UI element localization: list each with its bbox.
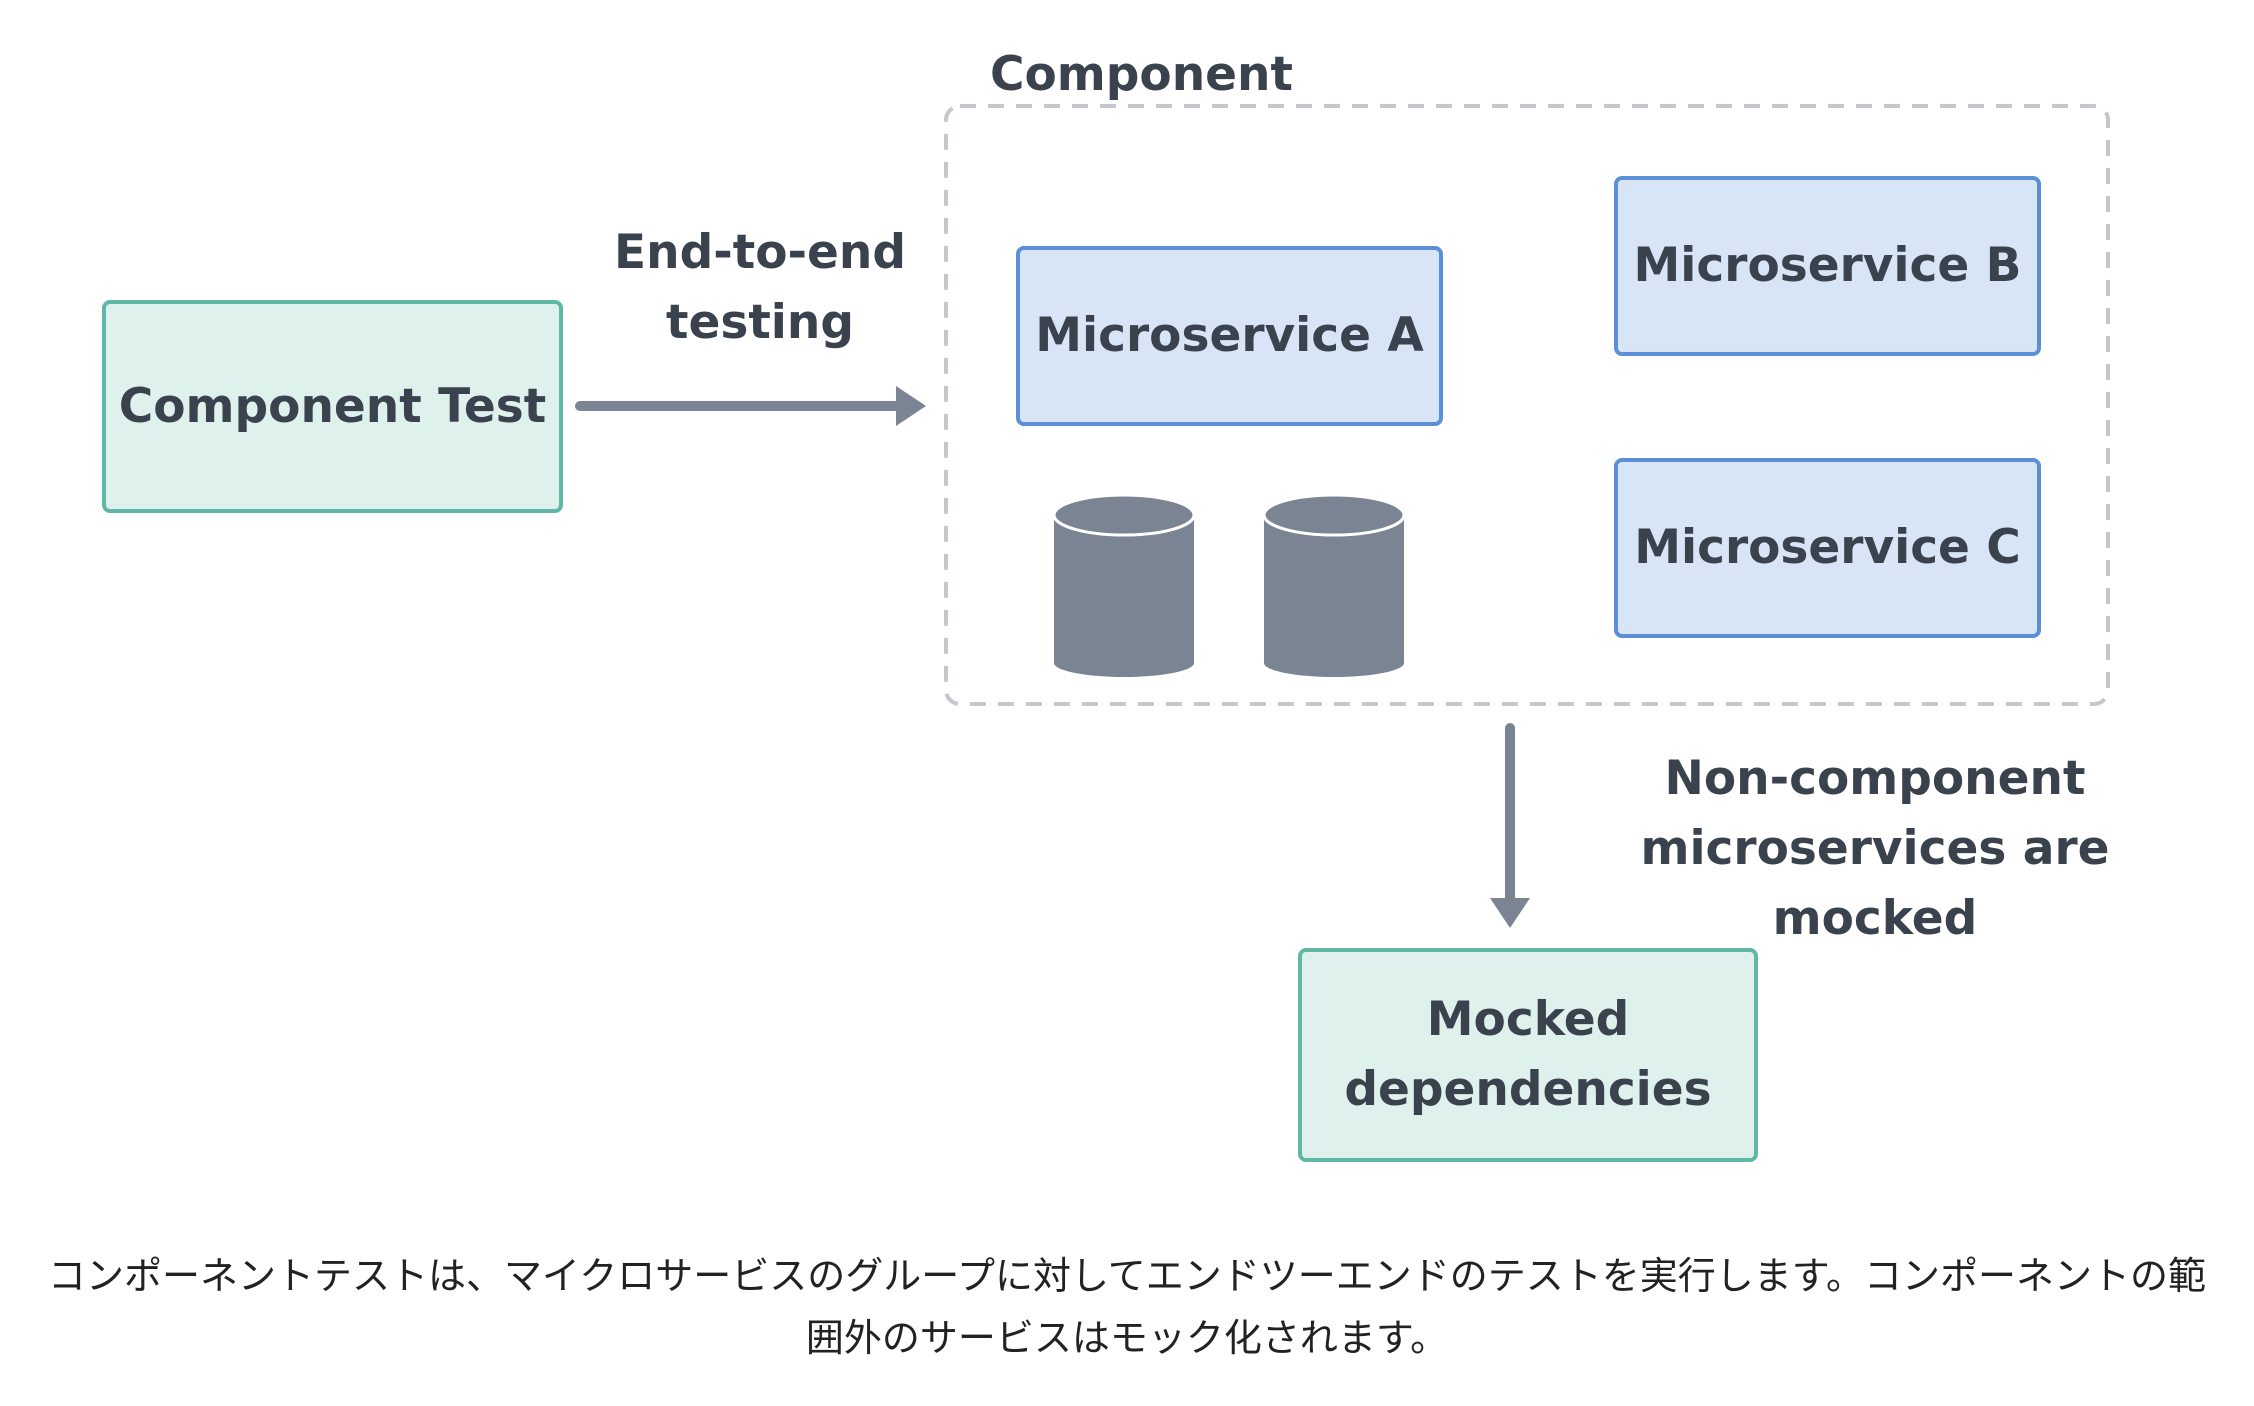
component-boundary [944, 104, 2110, 706]
microservice-b-box: Microservice B [1614, 176, 2041, 356]
database-icon [1262, 493, 1406, 677]
microservice-a-label: Microservice A [1035, 308, 1424, 363]
end-to-end-arrow [575, 386, 926, 426]
component-group-label: Component [990, 47, 1293, 102]
end-to-end-testing-label: End-to-end testing [560, 218, 960, 358]
mocked-dependencies-line2: dependencies [1344, 1062, 1712, 1117]
end-to-end-label-line2: testing [666, 295, 854, 350]
mocked-note-line2: microservices are mocked [1640, 821, 2110, 946]
database-icon [1052, 493, 1196, 677]
component-test-box: Component Test [102, 300, 563, 513]
mocked-dependencies-box: Mocked dependencies [1298, 948, 1758, 1162]
end-to-end-label-line1: End-to-end [614, 225, 906, 280]
figure-caption: コンポーネントテストは、マイクロサービスのグループに対してエンドツーエンドのテス… [47, 1254, 2207, 1360]
mocked-dependencies-line1: Mocked [1426, 992, 1630, 1047]
microservice-c-label: Microservice C [1634, 520, 2021, 575]
microservice-b-label: Microservice B [1633, 238, 2022, 293]
microservice-a-box: Microservice A [1016, 246, 1443, 426]
component-test-label: Component Test [118, 378, 547, 434]
mocked-note-label: Non-component microservices are mocked [1560, 744, 2190, 954]
mocked-note-line1: Non-component [1664, 751, 2086, 806]
microservice-c-box: Microservice C [1614, 458, 2041, 638]
mock-arrow [1490, 723, 1530, 928]
